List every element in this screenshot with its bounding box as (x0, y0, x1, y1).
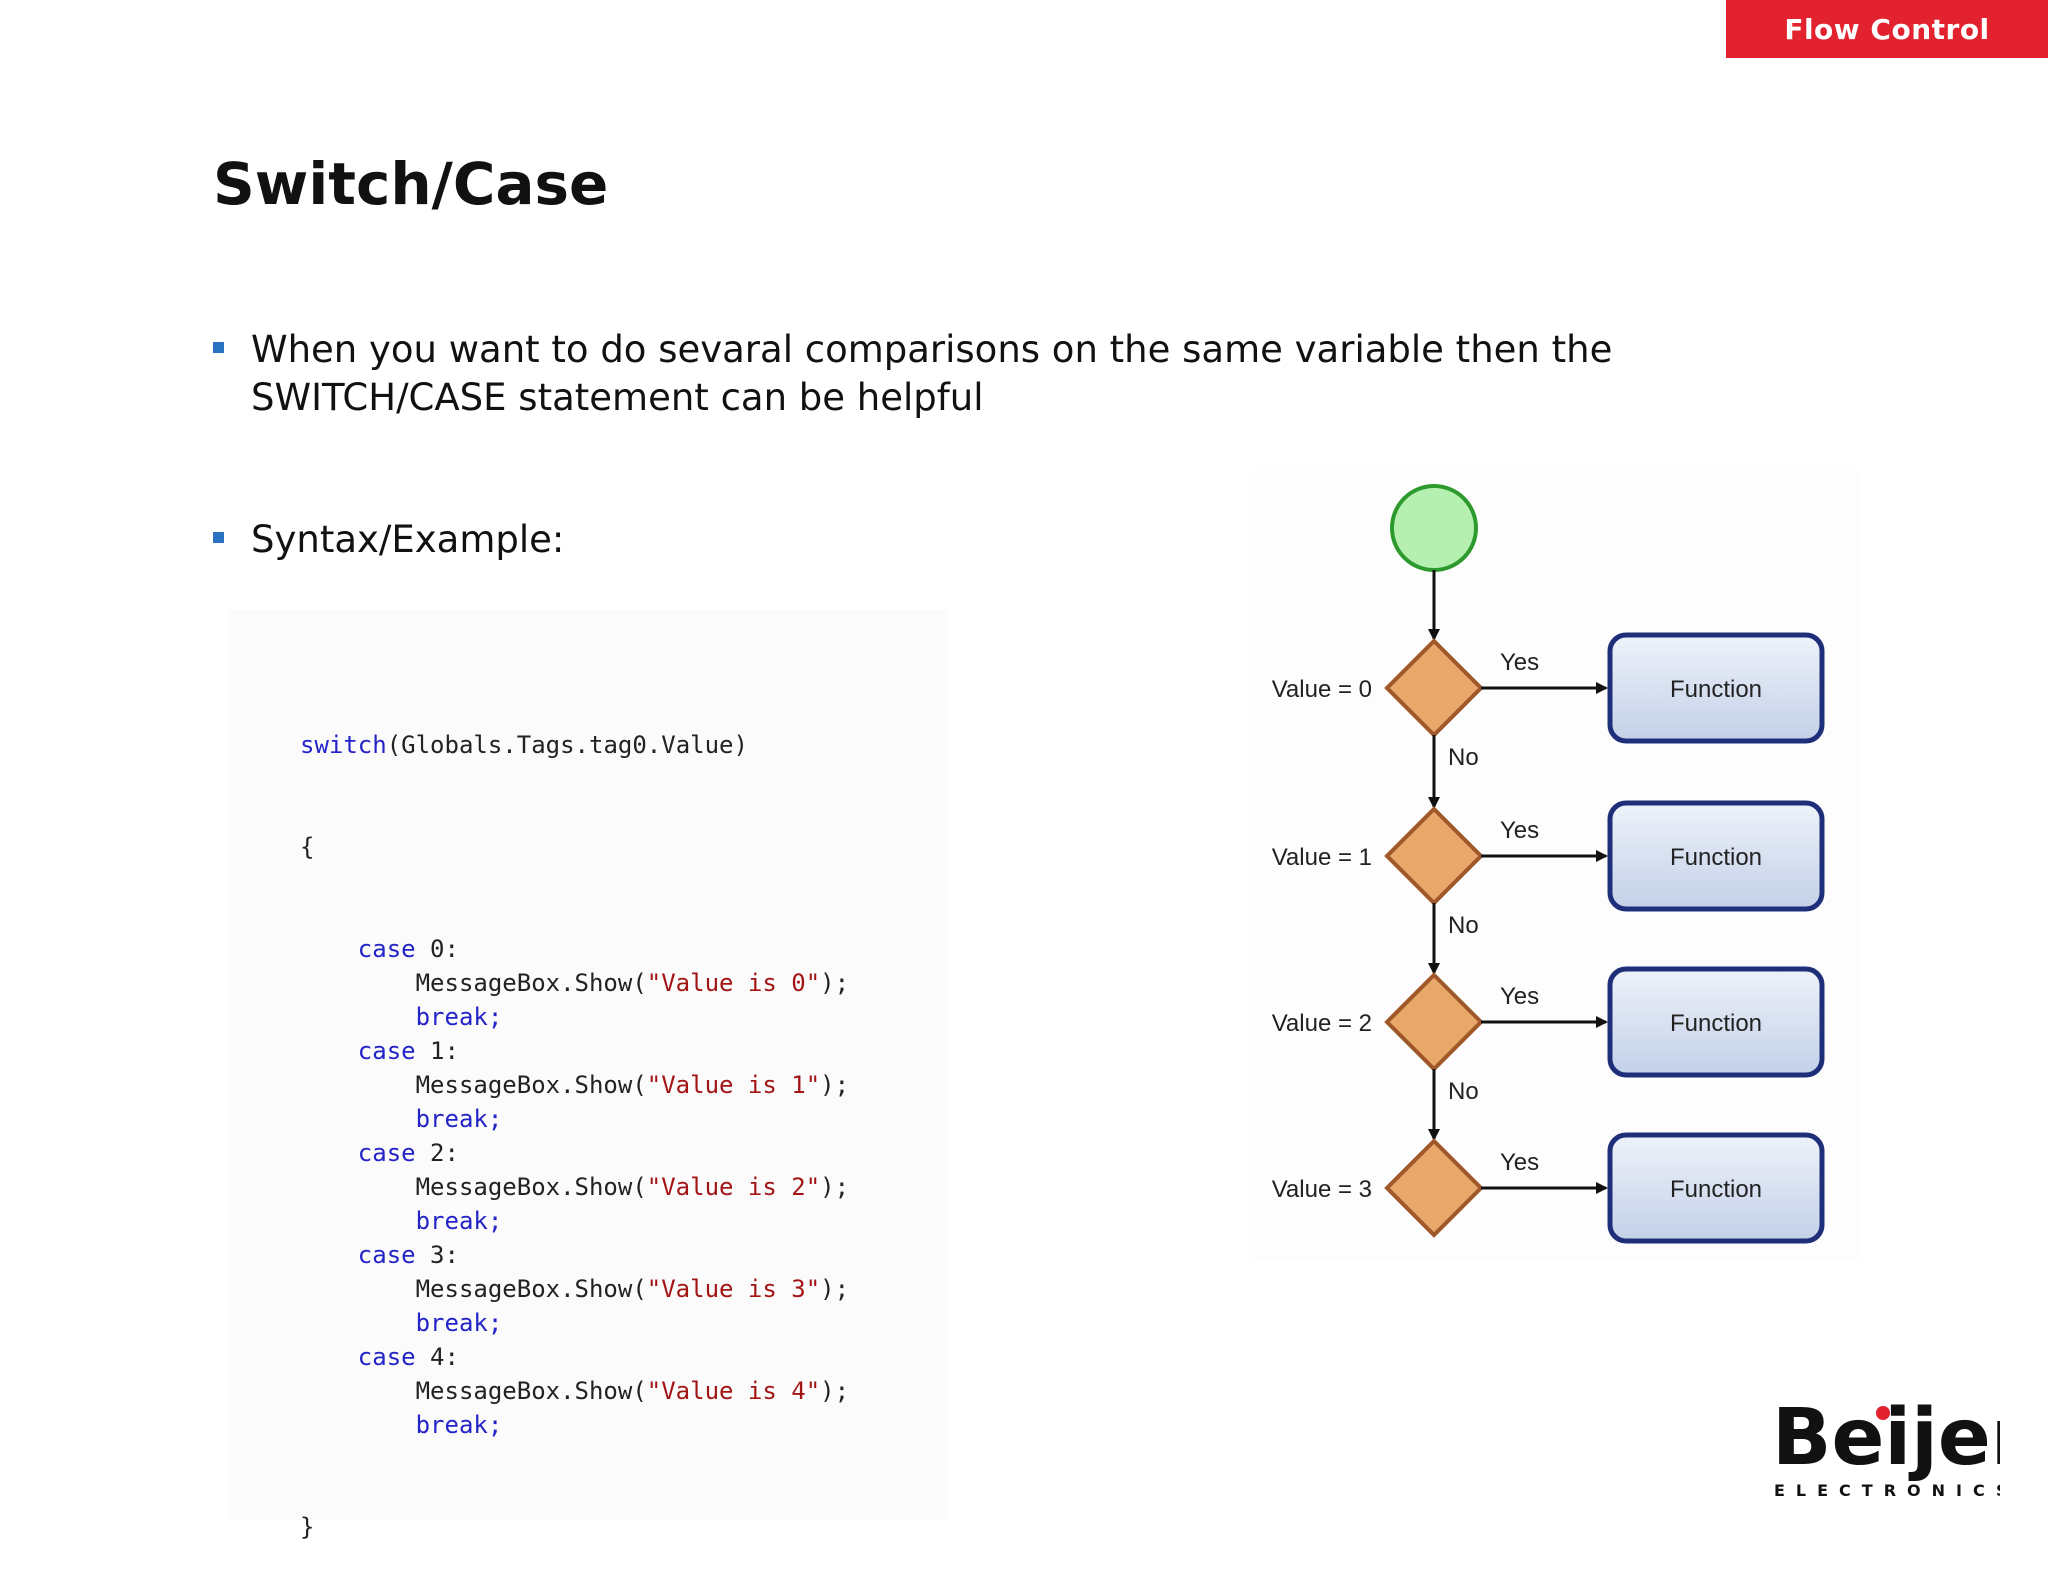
yes-label: Yes (1500, 817, 1539, 844)
decision-diamond-icon (1384, 638, 1484, 738)
code-string: "Value is 2" (646, 1173, 821, 1201)
yes-label: Yes (1500, 649, 1539, 676)
decision-diamond-icon (1384, 972, 1484, 1072)
code-line: MessageBox.Show("Value is 2"); (300, 1170, 849, 1204)
code-keyword: case (357, 1241, 416, 1269)
code-brace: } (300, 1513, 315, 1541)
case-lines: case 0: MessageBox.Show("Value is 0"); b… (300, 932, 849, 1442)
code-line: break; (300, 1306, 849, 1340)
function-label: Function (1670, 1010, 1762, 1037)
case-label: 4: (415, 1343, 459, 1371)
section-badge: Flow Control (1726, 0, 2048, 58)
case-label: 2: (415, 1139, 459, 1167)
code-keyword: case (357, 1139, 416, 1167)
code-line: case 4: (300, 1340, 849, 1374)
no-label: No (1448, 744, 1479, 771)
code-keyword: break; (415, 1207, 503, 1235)
function-box (1607, 1132, 1825, 1244)
code-line: MessageBox.Show("Value is 1"); (300, 1068, 849, 1102)
function-label: Function (1670, 844, 1762, 871)
code-call-end: ); (820, 969, 850, 997)
code-line: MessageBox.Show("Value is 4"); (300, 1374, 849, 1408)
function-label: Function (1670, 1176, 1762, 1203)
logo-dot (1876, 1406, 1890, 1420)
slide-title: Switch/Case (213, 150, 609, 218)
bullet-square-icon (213, 342, 224, 353)
code-line: switch(Globals.Tags.tag0.Value) (300, 728, 849, 762)
code-string: "Value is 0" (646, 969, 821, 997)
code-call: MessageBox.Show( (415, 1275, 647, 1303)
bullet-square-icon (213, 532, 224, 543)
yes-label: Yes (1500, 983, 1539, 1010)
code-block: switch(Globals.Tags.tag0.Value) { case 0… (300, 660, 849, 1578)
code-call: MessageBox.Show( (415, 1377, 647, 1405)
code-line: MessageBox.Show("Value is 3"); (300, 1272, 849, 1306)
code-line: break; (300, 1000, 849, 1034)
bullet-item: Syntax/Example: (213, 516, 564, 564)
code-line: case 3: (300, 1238, 849, 1272)
code-call: MessageBox.Show( (415, 1173, 647, 1201)
function-box (1607, 632, 1825, 744)
decision-diamond-icon (1384, 1138, 1484, 1238)
code-keyword: break; (415, 1411, 503, 1439)
code-expression: (Globals.Tags.tag0.Value) (386, 731, 748, 759)
bullet-text: When you want to do sevaral comparisons … (251, 328, 1613, 419)
code-call: MessageBox.Show( (415, 1071, 647, 1099)
code-line: case 2: (300, 1136, 849, 1170)
bullet-text: Syntax/Example: (251, 518, 565, 561)
decision-diamond-icon (1384, 806, 1484, 906)
code-call-end: ); (820, 1377, 850, 1405)
decision-condition: Value = 3 (1272, 1176, 1372, 1203)
code-keyword: case (357, 1343, 416, 1371)
no-label: No (1448, 912, 1479, 939)
code-call-end: ); (820, 1071, 850, 1099)
code-call-end: ); (820, 1275, 850, 1303)
logo-sub: ELECTRONICS (1774, 1481, 2000, 1500)
code-line: } (300, 1510, 849, 1544)
code-call: MessageBox.Show( (415, 969, 647, 997)
no-label: No (1448, 1078, 1479, 1105)
code-line: break; (300, 1204, 849, 1238)
code-line: case 0: (300, 932, 849, 966)
bullet-item: When you want to do sevaral comparisons … (213, 326, 1843, 422)
code-line: break; (300, 1102, 849, 1136)
code-line: case 1: (300, 1034, 849, 1068)
code-keyword: break; (415, 1309, 503, 1337)
code-keyword: break; (415, 1105, 503, 1133)
code-string: "Value is 3" (646, 1275, 821, 1303)
code-line: MessageBox.Show("Value is 0"); (300, 966, 849, 1000)
code-panel (228, 610, 948, 1520)
function-label: Function (1670, 676, 1762, 703)
case-label: 1: (415, 1037, 459, 1065)
function-box (1607, 800, 1825, 912)
code-keyword: break; (415, 1003, 503, 1031)
code-keyword: case (357, 935, 416, 963)
code-keyword: switch (300, 731, 387, 759)
code-line: { (300, 830, 849, 864)
start-node-icon (1390, 484, 1478, 572)
decision-condition: Value = 1 (1272, 844, 1372, 871)
code-keyword: case (357, 1037, 416, 1065)
case-label: 0: (415, 935, 459, 963)
function-box (1607, 966, 1825, 1078)
code-string: "Value is 1" (646, 1071, 821, 1099)
beijer-logo: Beijer ELECTRONICS (1772, 1394, 2000, 1500)
code-call-end: ); (820, 1173, 850, 1201)
code-brace: { (300, 833, 315, 861)
code-string: "Value is 4" (646, 1377, 821, 1405)
decision-condition: Value = 2 (1272, 1010, 1372, 1037)
decision-condition: Value = 0 (1272, 676, 1372, 703)
case-label: 3: (415, 1241, 459, 1269)
code-line: break; (300, 1408, 849, 1442)
yes-label: Yes (1500, 1149, 1539, 1176)
